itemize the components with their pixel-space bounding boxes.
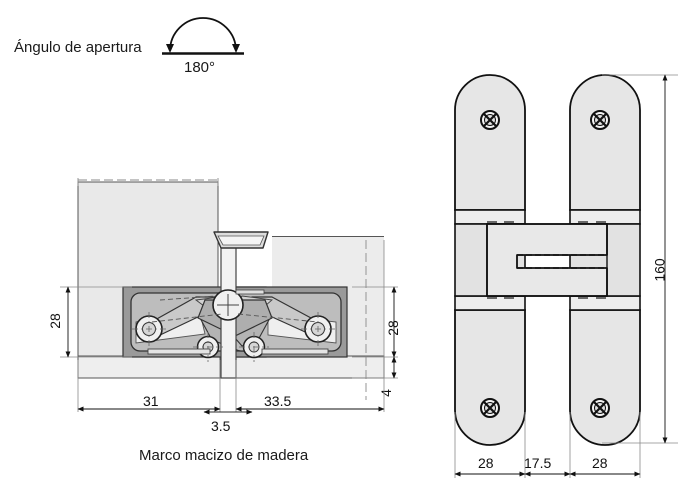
- screw-top-right: [590, 110, 610, 130]
- hinge-arm-right: [227, 295, 325, 347]
- dim-leaf-left-28: 28: [478, 455, 494, 471]
- opening-angle-value: 180°: [184, 59, 216, 76]
- top-shim-left: [235, 289, 265, 295]
- opening-angle-label: Ángulo de apertura: [14, 39, 142, 56]
- pivot-pin-outer-left: [132, 312, 166, 346]
- door-edge-stem: [220, 237, 237, 379]
- hinge-arm-left: [145, 295, 245, 347]
- hinge-knuckle: [486, 223, 608, 297]
- hinge-center-pivot-block: [197, 299, 273, 337]
- dim-knuckle-17-5: 17.5: [524, 455, 552, 471]
- pivot-pin-lower-left: [193, 332, 223, 362]
- hinge-center-body: [454, 223, 641, 297]
- wood-frame-block: [77, 181, 219, 357]
- hinge-cavity-right: [231, 292, 342, 352]
- section-dimension-lines: [60, 178, 398, 415]
- stem-cap-trim: [213, 231, 269, 249]
- pivot-pin-center: [212, 289, 244, 321]
- screw-bottom-right: [590, 398, 610, 418]
- section-view-group: [77, 181, 385, 379]
- dim-right-depth-28: 28: [384, 320, 401, 336]
- hinge-cavity-left: [130, 292, 258, 352]
- dim-left-depth-28: 28: [46, 313, 63, 329]
- leaf-left: [454, 74, 526, 446]
- pivot-pin-outer-right: [301, 312, 335, 346]
- screw-bottom-left: [480, 398, 500, 418]
- hinge-link-highlight-left: [135, 312, 206, 344]
- opening-angle-symbol: [162, 17, 244, 55]
- section-view-caption: Marco macizo de madera: [139, 447, 309, 464]
- leaf-joint-ticks: [487, 221, 606, 299]
- hidden-edge-lines: [151, 295, 319, 323]
- dim-frame-side-31: 31: [143, 393, 159, 409]
- dim-reveal-4: 4: [377, 389, 394, 397]
- wood-frame-ledge: [77, 355, 221, 379]
- leaf-right: [569, 74, 641, 446]
- baseplate-notch-left: [147, 348, 211, 355]
- baseplate-notch-right: [261, 348, 329, 355]
- dim-leaf-right-28: 28: [592, 455, 608, 471]
- dim-overall-height-160: 160: [651, 258, 668, 282]
- hinge-housing-body: [122, 286, 348, 358]
- screw-top-left: [480, 110, 500, 130]
- hinge-link-highlight-right: [267, 313, 337, 344]
- dim-door-side-33-5: 33.5: [264, 393, 292, 409]
- pivot-pin-lower-right: [239, 332, 269, 362]
- front-view-group: [454, 74, 641, 446]
- wood-door-block: [219, 236, 385, 379]
- dim-gap-3-5: 3.5: [211, 418, 231, 434]
- front-dimension-lines: [454, 74, 678, 478]
